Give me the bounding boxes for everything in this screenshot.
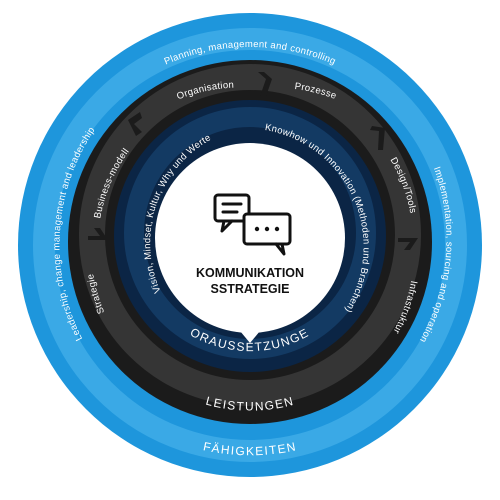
center-title-line2: SSTRATEGIE [211, 282, 290, 296]
chat-bubbles-icon [213, 193, 292, 256]
center-title-line1: KOMMUNIKATION [196, 266, 304, 280]
center-pointer [240, 331, 260, 343]
middle-bottom-title: LEISTUNGEN [204, 394, 295, 414]
inner-ring-track [124, 107, 376, 359]
outer-bottom-title: FÄHIGKEITEN [202, 439, 298, 458]
center: KOMMUNIKATION SSTRATEGIE [155, 143, 345, 343]
chevron-arrow-icon [88, 228, 108, 240]
outer-ring-track [33, 28, 467, 462]
chevron-arrow-icon [258, 72, 272, 102]
middle-ring-track [79, 64, 421, 406]
chevron-arrow-icon [398, 238, 418, 250]
chevron-arrow-icon [128, 112, 142, 136]
middle-ring-chevrons [88, 72, 418, 250]
chevron-arrow-icon [370, 126, 385, 150]
